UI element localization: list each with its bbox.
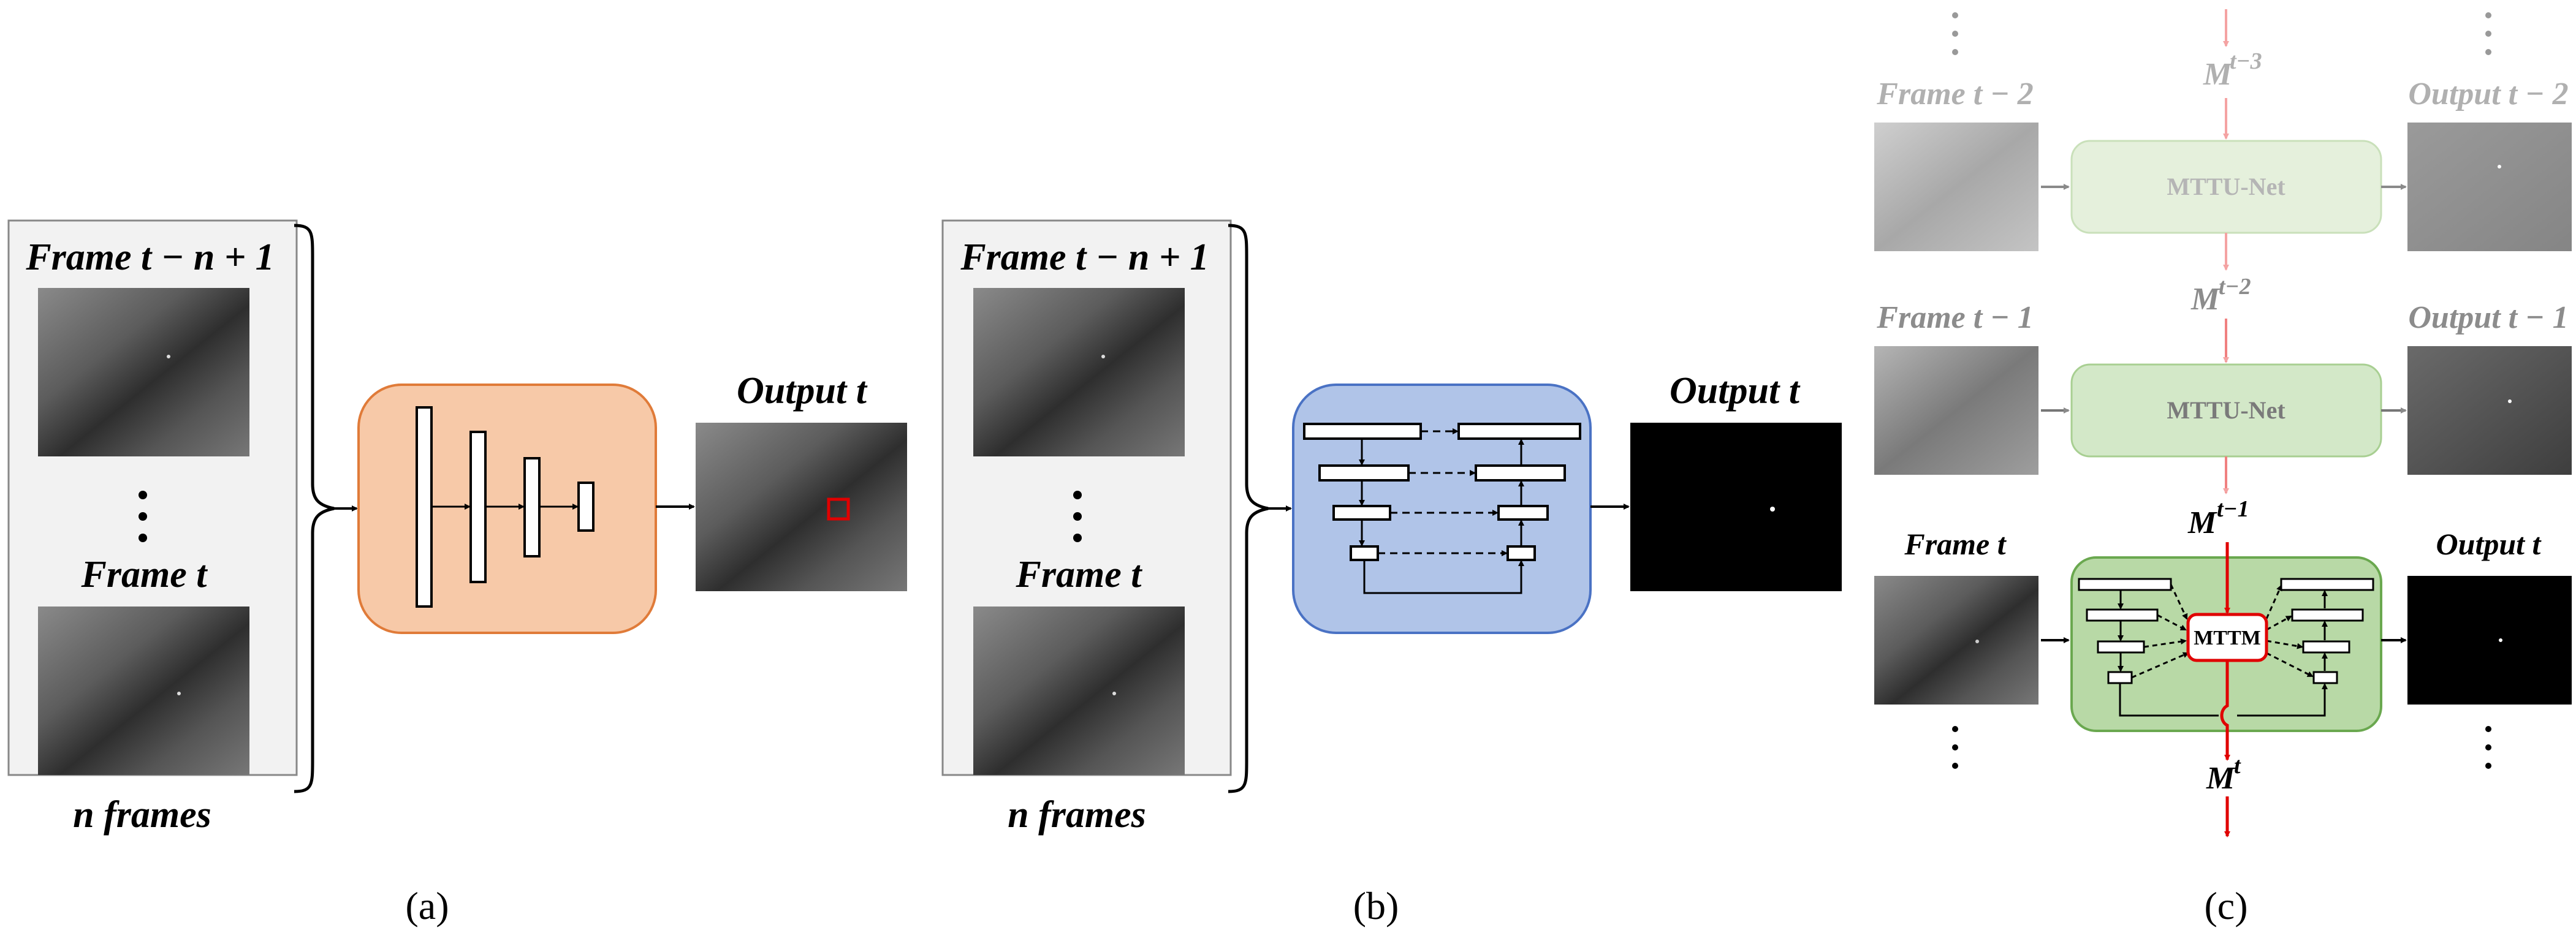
- memory-label-t-1: M t−1: [2187, 496, 2249, 540]
- frame-image-top-b: [973, 288, 1185, 456]
- svg-text:M: M: [2190, 282, 2221, 317]
- svg-text:t: t: [2234, 753, 2241, 779]
- target-box: [827, 497, 850, 521]
- svg-text:t−1: t−1: [2217, 496, 2249, 522]
- target-dot: [1112, 692, 1116, 695]
- ellipsis-dot: [139, 512, 147, 521]
- memory-label-t: M t: [2206, 753, 2241, 796]
- target-dot: [177, 692, 181, 695]
- unet-block: [1292, 384, 1592, 634]
- cnn-block: [357, 384, 657, 634]
- output-label-t-1: Output t − 1: [2408, 300, 2568, 335]
- cnn-layer: [469, 431, 487, 583]
- output-image-a: [696, 423, 907, 591]
- output-label-t: Output t: [2436, 527, 2542, 561]
- mttu-links: [2118, 584, 2328, 717]
- target-dot: [1770, 507, 1775, 512]
- svg-text:t−2: t−2: [2219, 274, 2251, 300]
- mttu-encoder: [2078, 578, 2374, 684]
- frame-image-top-a: [38, 288, 249, 456]
- frame-image-t: [1874, 576, 2038, 705]
- frame-label-t-2: Frame t − 2: [1876, 77, 2033, 111]
- output-image-t-1: [2407, 346, 2572, 475]
- brace-a: [294, 224, 335, 793]
- memory-arrow: [2220, 660, 2230, 761]
- n-frames-label-b: n frames: [1008, 794, 1146, 836]
- svg-text:t−3: t−3: [2230, 48, 2262, 74]
- brace-b: [1228, 224, 1269, 793]
- frame-image-t-1: [1874, 346, 2038, 475]
- svg-text:M: M: [2187, 505, 2217, 540]
- output-label-b: Output t: [1670, 370, 1801, 412]
- target-dot: [167, 355, 170, 358]
- ellipsis-dot: [1073, 534, 1082, 542]
- unet-links: [1359, 428, 1524, 594]
- cnn-layer: [523, 457, 541, 557]
- svg-text:M: M: [2203, 57, 2233, 92]
- frame-bottom-label-a: Frame t: [81, 554, 208, 595]
- ellipsis-dot: [1073, 491, 1082, 499]
- output-label-t-2: Output t − 2: [2408, 77, 2568, 111]
- output-label-a: Output t: [737, 370, 868, 412]
- cnn-layer: [577, 482, 595, 532]
- panel-b: Frame t − n + 1 Frame t n frames: [941, 219, 1842, 928]
- frame-image-bottom-b: [973, 607, 1185, 775]
- frame-image-t-2: [1874, 123, 2038, 251]
- mttu-net-label: MTTU-Net: [2167, 173, 2285, 200]
- ellipsis-dot: [139, 534, 147, 542]
- mttm-label: MTTM: [2194, 627, 2261, 649]
- output-image-b: [1630, 423, 1842, 591]
- mttu-net-label: MTTU-Net: [2167, 396, 2285, 424]
- n-frames-label-a: n frames: [73, 794, 211, 836]
- panel-c: Frame t − 2 MTTU-Net Output t − 2 Frame …: [1874, 9, 2572, 928]
- panel-a: Frame t − n + 1 Frame t n frames Output …: [7, 219, 907, 928]
- target-dot: [1101, 355, 1105, 358]
- output-image-t-2: [2407, 123, 2572, 251]
- caption-c: (c): [2204, 884, 2247, 928]
- memory-label-t-2: M t−2: [2190, 274, 2251, 317]
- caption-b: (b): [1353, 884, 1399, 928]
- frame-bottom-label-b: Frame t: [1016, 554, 1143, 595]
- ellipsis-dot: [1073, 512, 1082, 521]
- memory-label-t-3: M t−3: [2203, 48, 2262, 92]
- frame-label-t: Frame t: [1904, 527, 2007, 561]
- unet-schematic: [1303, 423, 1581, 561]
- svg-text:M: M: [2206, 761, 2236, 796]
- cnn-layer: [416, 406, 433, 608]
- frame-top-label-b: Frame t − n + 1: [960, 236, 1209, 278]
- caption-a: (a): [405, 884, 449, 928]
- frame-label-t-1: Frame t − 1: [1876, 300, 2033, 335]
- ellipsis-dot: [139, 491, 147, 499]
- output-image-t: [2407, 576, 2572, 705]
- frame-top-label-a: Frame t − n + 1: [25, 236, 274, 278]
- frame-image-bottom-a: [38, 607, 249, 775]
